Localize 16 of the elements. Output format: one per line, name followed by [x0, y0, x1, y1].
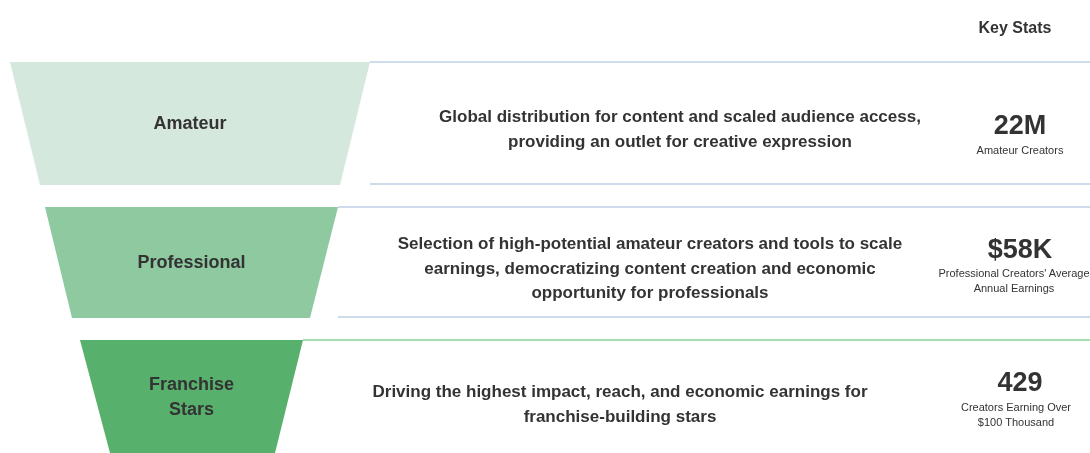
stage-label: Amateur [152, 112, 228, 136]
stat-value: $58K [986, 233, 1054, 266]
stat-caption: Creators Earning Over $100 Thousand [959, 400, 1072, 431]
funnel-stage [45, 207, 338, 318]
stat-caption: Professional Creators' Average Annual Earnings [938, 266, 1090, 297]
stat-value: 429 [996, 366, 1044, 399]
stat-caption: Amateur Creators [975, 143, 1065, 158]
stat-value: 22M [992, 109, 1048, 142]
funnel-stage [10, 62, 370, 185]
stage-label: Franchise Stars [147, 373, 235, 421]
stage-description: Driving the highest impact, reach, and economic earnings for franchise-building stars [371, 381, 869, 428]
stage-label: Professional [136, 251, 247, 275]
funnel-stage [80, 340, 303, 453]
column-heading: Key Stats [977, 18, 1053, 38]
stage-description: Global distribution for content and scaled audience access, providing an outlet for creative expression [438, 106, 922, 153]
stage-description: Selection of high-potential amateur creators and tools to scale earnings, democratizing content creation and economic opportunity for professionals [396, 233, 904, 305]
